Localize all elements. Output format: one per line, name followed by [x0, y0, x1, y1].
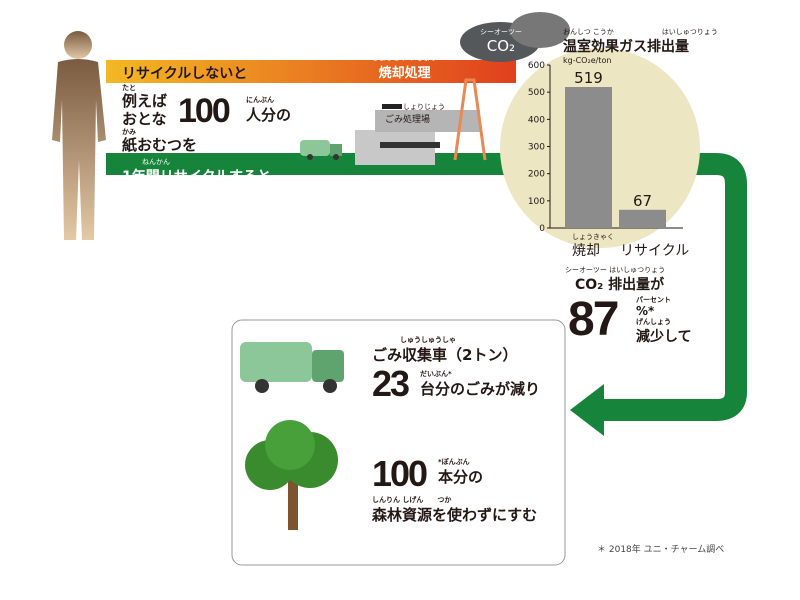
reduction-line3: 減少して: [636, 329, 692, 345]
truck-tail-text: 台分のごみが減り: [420, 380, 541, 398]
example-2: おとな: [122, 110, 167, 128]
ruby: たと: [122, 84, 136, 92]
footnote: ＊ 2018年 ユニ・チャーム調べ: [597, 545, 725, 555]
ruby: シーオーツー: [480, 28, 522, 36]
forest-text: しんりん しげん つか森林資源を使わずにすむ: [372, 496, 537, 525]
recycle-year-text: 1年間リサイクルすると: [122, 169, 272, 185]
orange-band: [106, 60, 516, 83]
co2-cloud-icon: [460, 12, 570, 62]
bar-1: [619, 209, 666, 228]
y-tick-label: 200: [528, 170, 545, 180]
ruby: かみ: [122, 128, 136, 136]
bar-value-label: 519: [574, 69, 603, 87]
green-arrow-path: [106, 153, 747, 421]
ruby: シーオーツー はいしゅつりょう: [565, 266, 666, 274]
ruby: にんぶん: [246, 96, 274, 104]
category-label-1: リサイクル: [620, 243, 690, 259]
tree-icon: [245, 420, 338, 530]
garbage-truck-small-icon: [300, 140, 342, 160]
truck-line: ごみ収集車（2トン）: [372, 346, 518, 364]
diaper-text: 紙おむつを: [122, 136, 198, 154]
y-tick-label: 0: [539, 224, 545, 234]
factory-icon: [355, 78, 487, 165]
incineration-text: 焼却処理: [378, 66, 431, 81]
tree-tail: *ぽんぶん本分の: [438, 458, 483, 487]
ruby: ねんかん: [142, 158, 170, 166]
y-tick-label: 300: [528, 143, 545, 153]
ruby: しょうきゃく しょり: [372, 54, 438, 62]
example-1: 例えば: [122, 92, 168, 110]
ruby: はいしゅつりょう: [661, 28, 718, 36]
y-tick-label: 400: [528, 115, 545, 125]
y-tick-label: 500: [528, 88, 545, 98]
reduction-value: 87: [568, 293, 619, 346]
category-label-0: 焼却: [572, 243, 600, 259]
y-tick-label: 600: [528, 61, 545, 71]
bar-0: [565, 87, 612, 228]
chart-title: おんしつ こうか はいしゅつりょう温室効果ガス排出量: [563, 28, 718, 56]
co2-text: CO₂: [486, 37, 516, 55]
co2-reduction: シーオーツー はいしゅつりょう CO₂ 排出量が: [565, 266, 665, 294]
truck-count: 23: [372, 363, 410, 404]
bar-value-label: 67: [633, 192, 652, 210]
plant-label: ごみ処理場: [385, 115, 431, 125]
count-100: 100: [178, 92, 231, 130]
people-text: にんぶん人分の: [246, 96, 291, 125]
ruby: しんりん しげん つか: [372, 496, 452, 504]
reduction-pct: パーセント%*げんしょう減少して: [636, 296, 692, 346]
tree-count: 100: [372, 453, 428, 494]
y-axis-unit: kg-CO₂e/ton: [563, 56, 612, 65]
forest-line: 森林資源を使わずにすむ: [372, 506, 538, 524]
ruby: だいぶん*: [420, 370, 452, 378]
emission-chart: 0 100 200 300 400 500 600 519 67: [528, 61, 683, 234]
example-text: たと例えばおとなかみ紙おむつを: [122, 84, 197, 154]
pct-text: %*: [636, 304, 655, 318]
ruby: げんしょう: [636, 318, 671, 326]
arrow-head-icon: [570, 384, 604, 436]
tree-tail-text: 本分の: [438, 468, 484, 486]
no-recycle-label: リサイクルしないと: [122, 66, 248, 82]
chart-title-text: 温室効果ガス排出量: [563, 39, 689, 55]
ruby: おんしつ こうか: [563, 28, 614, 36]
y-tick-label: 100: [528, 197, 545, 207]
plant-ruby: しょりじょう: [403, 103, 445, 111]
reduction-line1: CO₂ 排出量が: [575, 277, 665, 293]
truck-text: しゅうしゅうしゃごみ収集車（2トン）: [372, 336, 517, 365]
garbage-truck-icon: [240, 342, 344, 393]
ruby: パーセント: [636, 296, 671, 304]
truck-tail: だいぶん* 台分のごみが減り: [420, 370, 540, 399]
person-silhouette-icon: [52, 31, 106, 240]
ruby: しゅうしゅうしゃ: [400, 336, 456, 344]
ruby-line: おんしつ こうか はいしゅつりょう: [563, 28, 718, 36]
people-label: 人分の: [246, 106, 292, 124]
ruby: *ぽんぶん: [438, 458, 470, 466]
category-ruby: しょうきゃく: [572, 233, 614, 241]
incineration-label: しょうきゃく しょり焼却処理: [372, 54, 437, 81]
recycle-year-label: ねんかん 1年間リサイクルすると: [122, 158, 271, 186]
